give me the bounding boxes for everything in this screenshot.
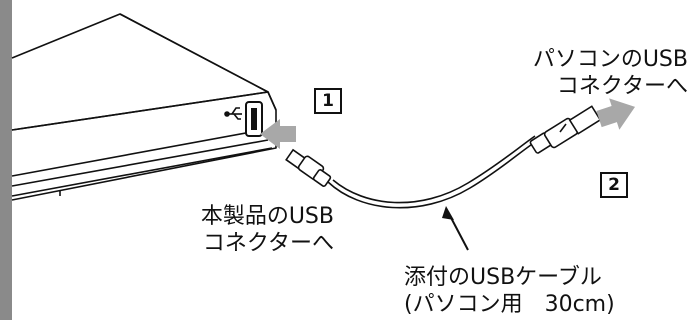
drive-usb-port xyxy=(245,101,263,137)
device-connector-label-line1: 本製品のUSB xyxy=(200,204,334,229)
cable-label-line1: 添付のUSBケーブル xyxy=(404,265,602,290)
step-1-marker: 1 xyxy=(314,88,342,114)
step-2-marker: 2 xyxy=(600,172,628,198)
device-connector-label: 本製品のUSB コネクターへ xyxy=(158,203,334,257)
external-drive xyxy=(11,13,277,201)
usb-a-plug xyxy=(529,105,602,154)
insert-arrow-right xyxy=(596,98,636,130)
usb-cable xyxy=(327,135,539,209)
usb-symbol-icon xyxy=(224,107,242,120)
pc-connector-label-line2: コネクターへ xyxy=(556,74,688,99)
cable-label-line2: (パソコン用 30cm) xyxy=(404,292,615,317)
insert-arrow-left xyxy=(260,119,296,149)
cable-label-pointer xyxy=(442,206,469,251)
pc-connector-label: パソコンのUSB コネクターへ xyxy=(512,46,688,100)
mini-usb-plug xyxy=(285,148,332,187)
pc-connector-label-line1: パソコンのUSB xyxy=(532,47,688,72)
device-connector-label-line2: コネクターへ xyxy=(202,231,334,256)
page-edge-bar xyxy=(0,0,12,320)
cable-label: 添付のUSBケーブル (パソコン用 30cm) xyxy=(404,264,615,318)
